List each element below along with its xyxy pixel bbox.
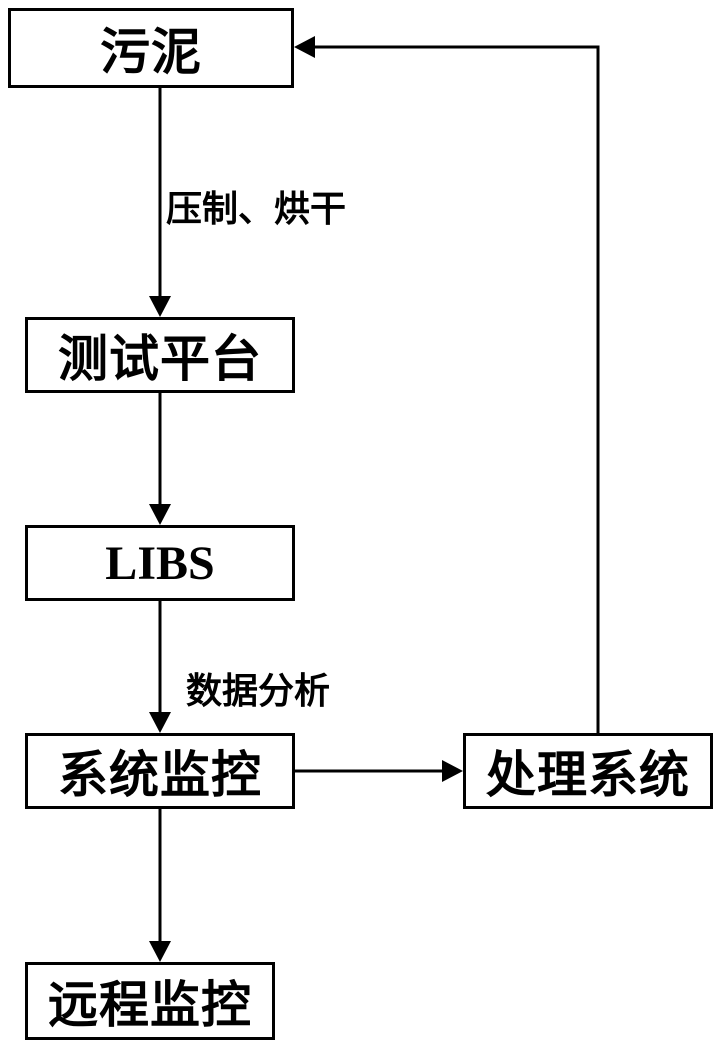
arrowhead-sludge xyxy=(294,36,315,58)
node-sludge: 污泥 xyxy=(8,8,294,88)
edge-label-data-analysis: 数据分析 xyxy=(186,671,331,712)
arrowhead-system-monitor xyxy=(149,712,171,733)
node-test-platform-label: 测试平台 xyxy=(58,330,262,388)
node-remote-monitor-label: 远程监控 xyxy=(48,976,252,1034)
arrowhead-test-platform xyxy=(149,296,171,317)
node-treatment-system-label: 处理系统 xyxy=(486,746,690,804)
edge-label-press-dry: 压制、烘干 xyxy=(166,189,347,230)
node-sludge-label: 污泥 xyxy=(100,23,202,81)
node-libs: LIBS xyxy=(25,525,295,601)
arrow-treatment-system-to-sludge xyxy=(313,45,600,733)
node-system-monitor: 系统监控 xyxy=(25,733,295,809)
node-libs-label: LIBS xyxy=(105,536,215,590)
arrowhead-remote-monitor xyxy=(149,941,171,962)
node-treatment-system: 处理系统 xyxy=(463,733,713,809)
arrowhead-libs xyxy=(149,504,171,525)
node-remote-monitor: 远程监控 xyxy=(25,962,275,1040)
node-test-platform: 测试平台 xyxy=(25,317,295,393)
node-system-monitor-label: 系统监控 xyxy=(58,746,262,804)
arrowhead-treatment-system xyxy=(442,760,463,782)
